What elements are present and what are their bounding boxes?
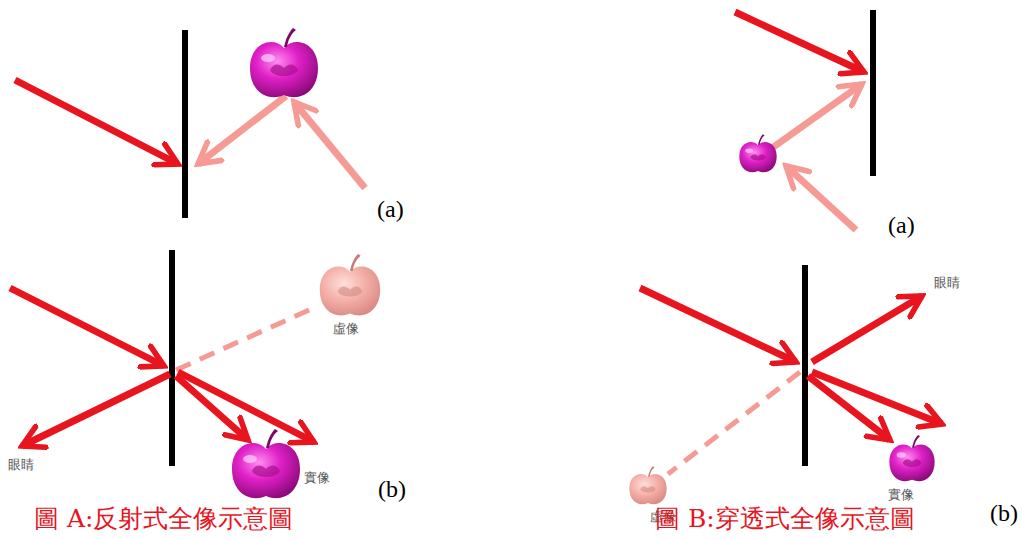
image-label: 實像 — [304, 471, 330, 485]
virtual-apple — [320, 254, 380, 316]
image-label: 虛像 — [333, 322, 359, 336]
reference-beam — [15, 80, 178, 164]
image-label: 實像 — [888, 488, 914, 502]
real-ray — [808, 376, 890, 440]
figure-caption: 圖 A:反射式全像示意圖 — [34, 505, 293, 533]
eye-ray — [22, 374, 170, 446]
figure-caption: 圖 B:穿透式全像示意圖 — [655, 505, 915, 533]
hologram-plate — [169, 250, 175, 466]
panel-letter: (a) — [377, 196, 404, 222]
eye-label: 眼睛 — [8, 458, 34, 472]
diffracted-ray — [178, 372, 314, 442]
hologram-plate — [182, 30, 188, 218]
panel-letter: (b) — [990, 500, 1018, 526]
reconstruction-beam — [640, 288, 796, 362]
illumination-beam — [294, 102, 365, 188]
virtual-apple — [629, 466, 666, 504]
panel-letter: (b) — [378, 476, 406, 502]
hologram-plate — [802, 265, 808, 466]
virtual-ray — [176, 306, 318, 370]
object-beam — [772, 84, 862, 148]
object-beam — [198, 96, 286, 164]
eye-label: 眼睛 — [934, 276, 960, 290]
real-apple — [889, 435, 934, 481]
object-apple — [739, 134, 776, 172]
virtual-ray — [668, 372, 800, 474]
eye-ray — [812, 296, 922, 362]
reference-beam — [735, 12, 864, 72]
panel-letter: (a) — [888, 212, 915, 238]
object-apple — [250, 28, 318, 97]
real-apple — [232, 429, 300, 498]
illumination-beam — [786, 166, 856, 230]
reconstruction-beam — [10, 288, 164, 366]
hologram-plate — [870, 10, 876, 176]
